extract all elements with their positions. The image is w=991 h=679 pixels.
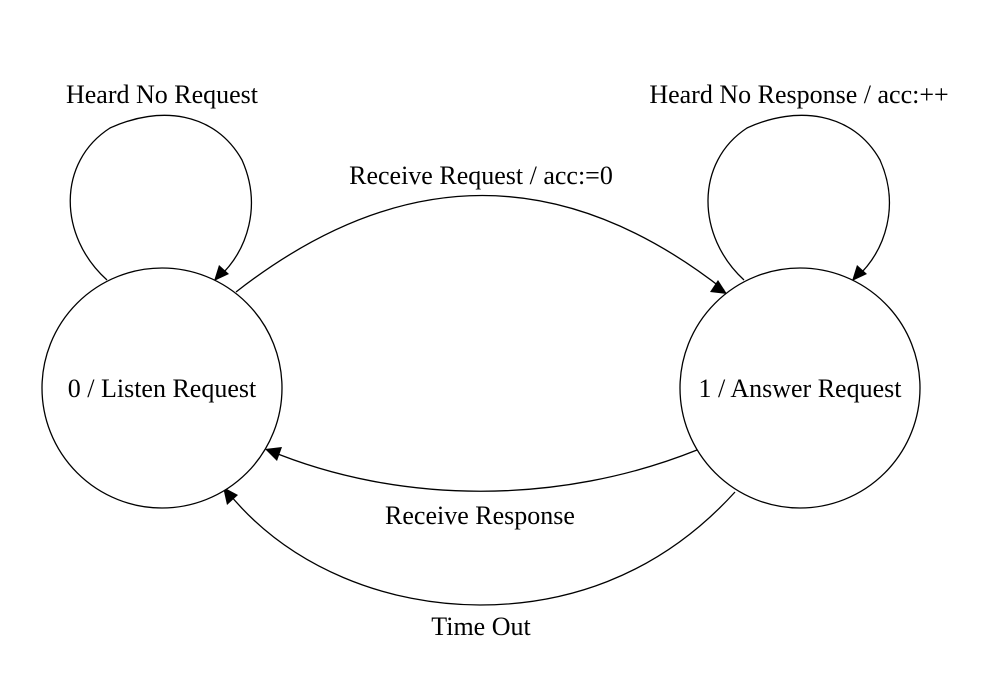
- edge-s0-self-loop: [69, 114, 253, 281]
- arrowhead-s0-to-s1: [710, 280, 727, 294]
- transition-label-s0-self: Heard No Request: [66, 80, 259, 109]
- state-label-s1: 1 / Answer Request: [699, 374, 903, 403]
- arrowhead-s1-to-s0-timeout: [223, 487, 238, 505]
- transition-label-s1-self: Heard No Response / acc:++: [649, 80, 948, 109]
- transition-label-s1-s0-response: Receive Response: [385, 501, 575, 530]
- state-label-s0: 0 / Listen Request: [68, 374, 257, 403]
- arrowhead-s0-self-loop: [214, 265, 229, 281]
- edge-s1-self-loop: [707, 114, 891, 281]
- state-circle-s0: [41, 267, 283, 509]
- state-circle-s1: [679, 267, 921, 509]
- edge-s0-to-s1: [235, 194, 725, 293]
- transition-label-s1-s0-timeout: Time Out: [431, 612, 531, 641]
- edge-s1-to-s0-timeout: [225, 489, 736, 606]
- edge-s1-to-s0-response: [267, 449, 698, 492]
- transition-label-s0-s1: Receive Request / acc:=0: [349, 161, 613, 190]
- arrowhead-s1-to-s0-response: [265, 447, 282, 461]
- arrowhead-s1-self-loop: [852, 265, 867, 281]
